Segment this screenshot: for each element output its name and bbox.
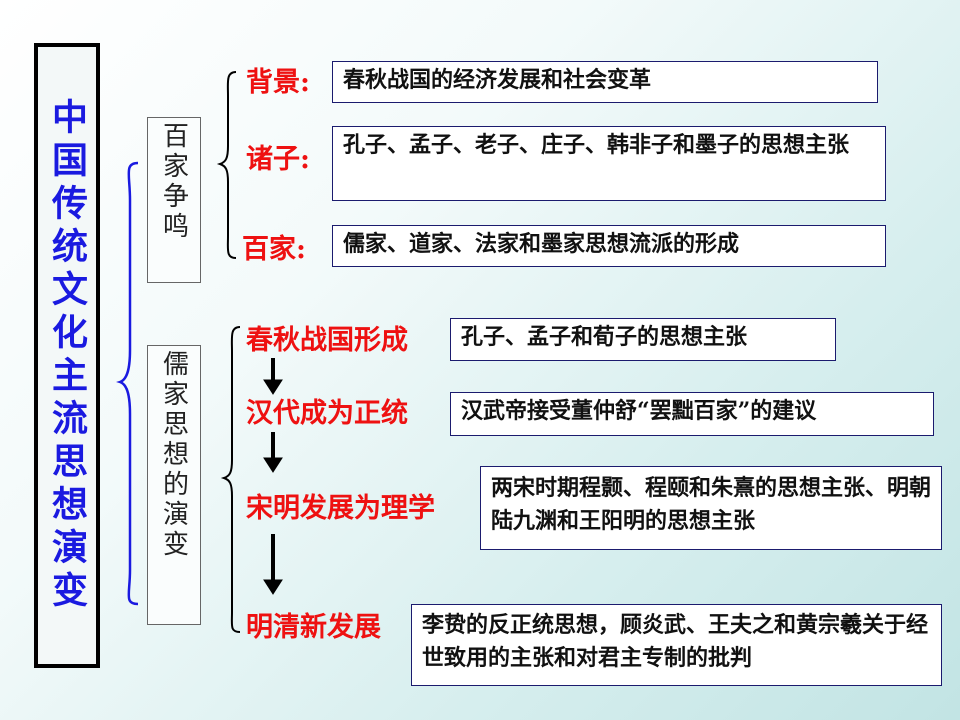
main-brace [116,161,139,606]
desc-background: 春秋战国的经济发展和社会变革 [332,61,878,103]
label-orthodoxy: 汉代成为正统 [246,398,408,429]
label-schools: 百家: [242,234,306,265]
section-1-brace [216,71,237,259]
section-2-title: 儒家思想的演变 [158,350,189,560]
label-ming-qing: 明清新发展 [246,612,381,643]
desc-orthodoxy: 汉武帝接受董仲舒“罢黜百家”的建议 [450,392,934,436]
arrow-3 [263,534,283,595]
main-title: 中国传统文化主流思想演变 [46,97,88,614]
desc-formation: 孔子、孟子和荀子的思想主张 [450,318,836,361]
section-1-title: 百家争鸣 [158,122,189,242]
arrow-2 [263,432,283,473]
label-formation: 春秋战国形成 [246,325,408,356]
arrow-1 [263,358,283,395]
desc-ming-qing: 李贽的反正统思想，顾炎武、王夫之和黄宗羲关于经世致用的主张和对君主专制的批判 [411,604,942,686]
desc-neo-confucianism: 两宋时期程颢、程颐和朱熹的思想主张、明朝陆九渊和王阳明的思想主张 [480,466,942,550]
section-2-title-box: 儒家思想的演变 [147,345,201,625]
desc-schools: 儒家、道家、法家和墨家思想流派的形成 [332,225,886,267]
label-background: 背景: [246,67,310,98]
main-title-box: 中国传统文化主流思想演变 [34,43,100,668]
label-neo-confucianism: 宋明发展为理学 [246,493,435,524]
section-1-title-box: 百家争鸣 [147,117,201,283]
label-philosophers: 诸子: [246,144,310,175]
section-2-brace [220,326,241,633]
desc-philosophers: 孔子、孟子、老子、庄子、韩非子和墨子的思想主张 [332,126,886,201]
